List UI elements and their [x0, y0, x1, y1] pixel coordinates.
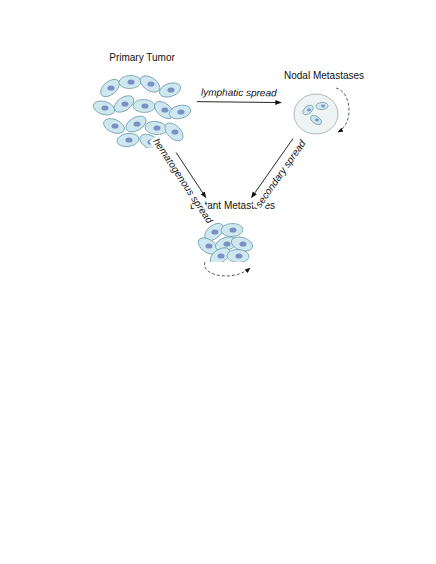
spread-arrow — [197, 101, 281, 103]
cell-illustration — [192, 222, 264, 262]
edge-label: secondary spread — [252, 136, 310, 211]
tumor-node: Primary Tumor — [90, 52, 194, 150]
cell-illustration — [286, 92, 350, 136]
edge-label: hematogenous spread — [149, 134, 216, 227]
tumor-node: Nodal Metastases — [284, 70, 352, 136]
edge-label: lymphatic spread — [199, 87, 279, 100]
node-label: Nodal Metastases — [284, 70, 352, 81]
node-label: Primary Tumor — [90, 52, 194, 63]
self-loop — [205, 262, 250, 276]
cell-illustration — [92, 68, 192, 148]
